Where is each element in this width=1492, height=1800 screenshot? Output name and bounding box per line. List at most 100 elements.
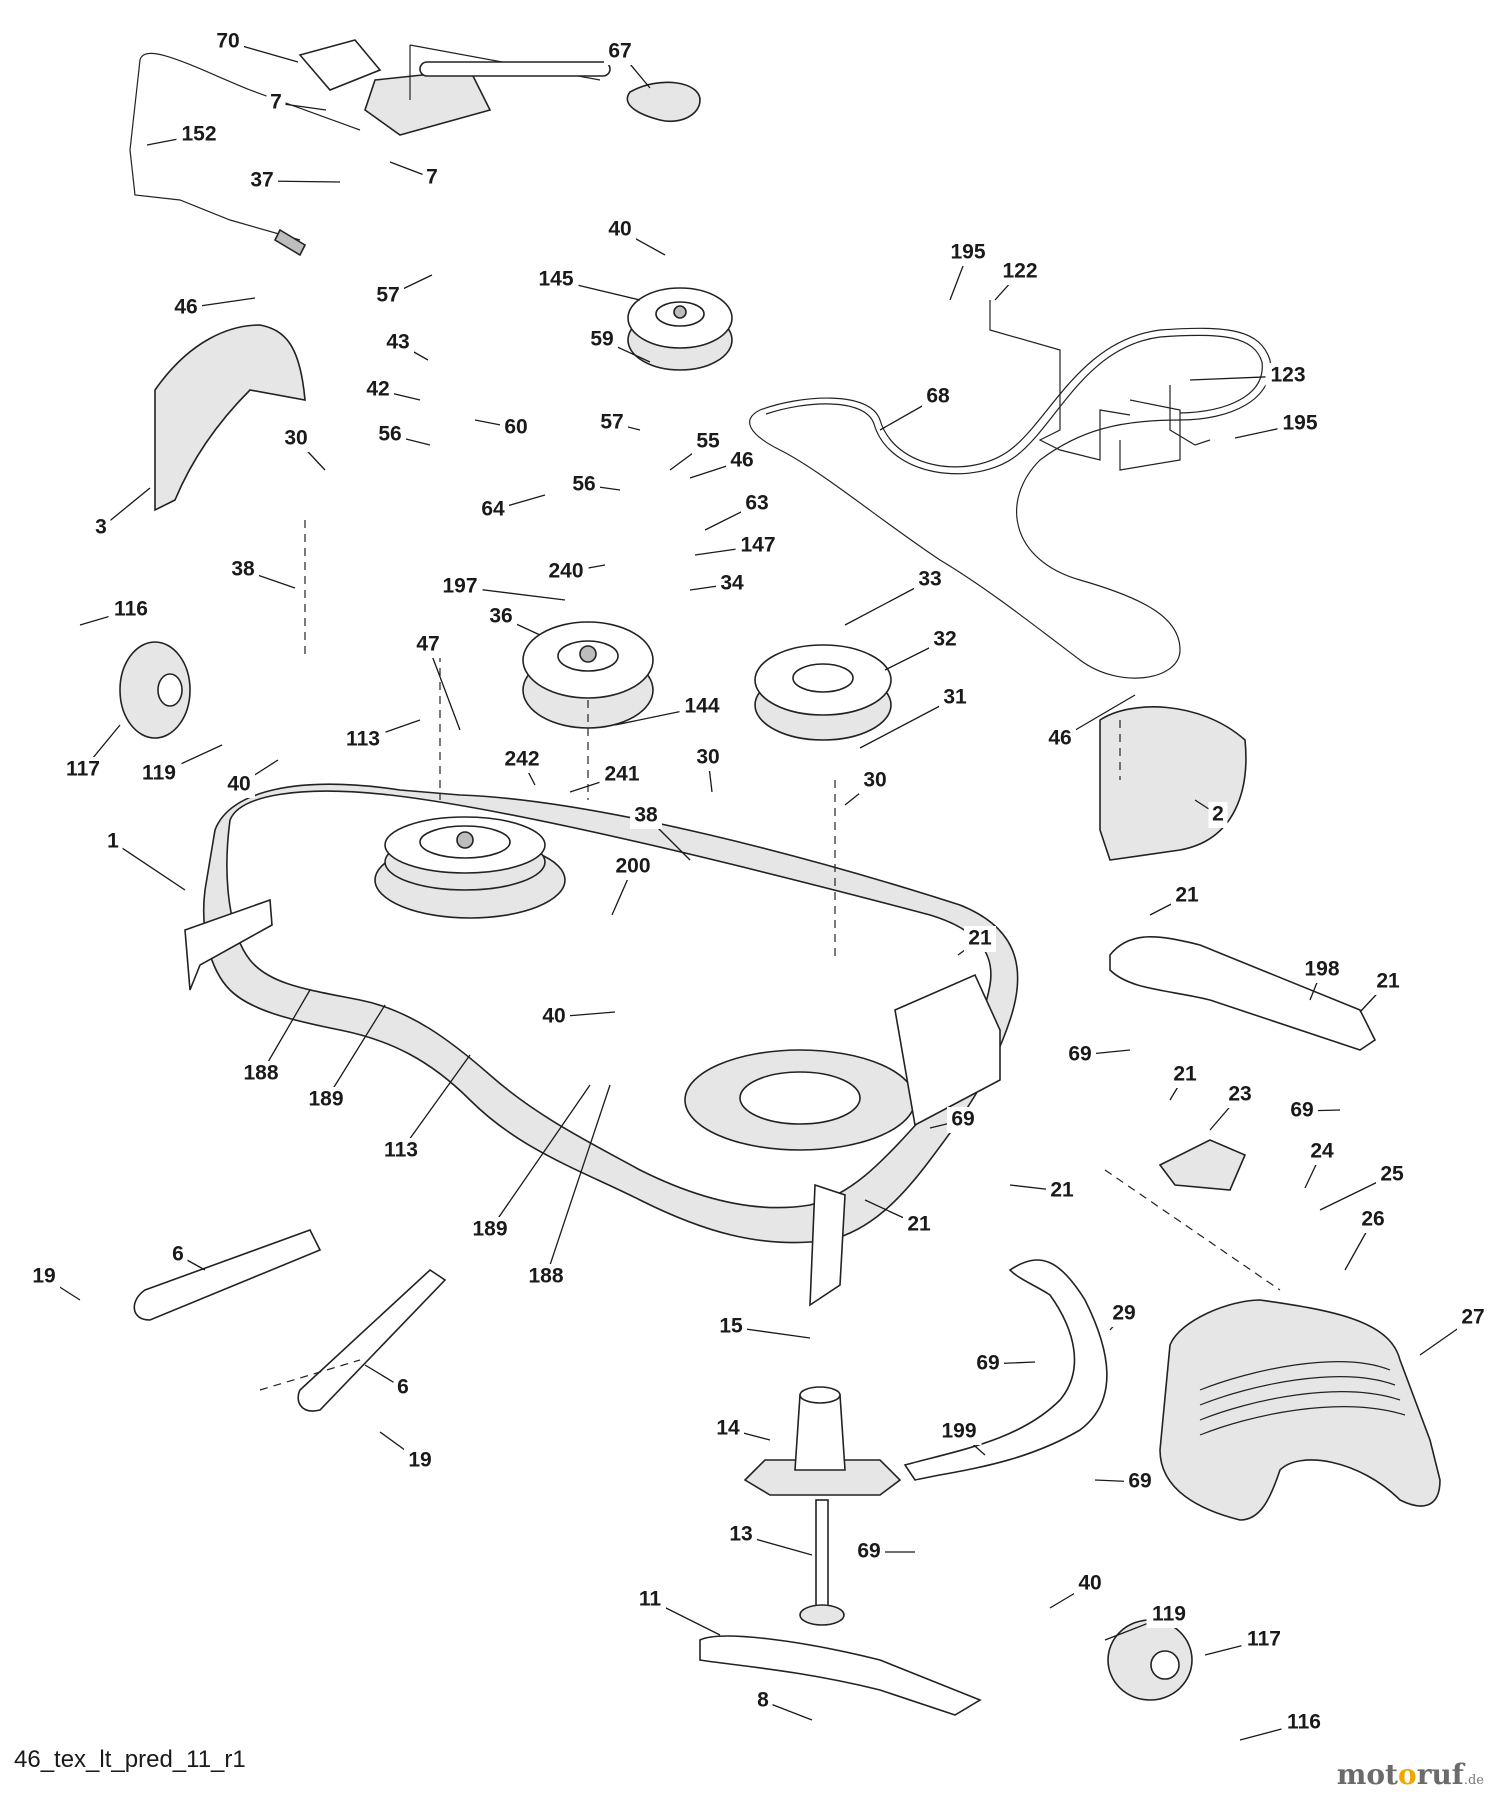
callout-64: 64: [481, 498, 505, 521]
pulley-36: [522, 621, 654, 729]
callout-bg-240: [543, 559, 589, 585]
callout-bg-3: [91, 515, 111, 541]
callout-116b: 116: [1287, 1711, 1321, 1734]
callout-bg-46b: [726, 448, 758, 474]
callout-bg-57b: [596, 410, 628, 436]
callout-bg-195a: [945, 240, 991, 266]
callout-15: 15: [719, 1315, 743, 1338]
callout-bg-69a: [1064, 1042, 1096, 1068]
callout-bg-21b: [964, 926, 996, 952]
deck-mounted-pulley: [384, 816, 546, 891]
spindle-shaft-13: [799, 1499, 845, 1626]
callout-40d: 40: [1078, 1572, 1101, 1595]
callout-bg-117a: [60, 757, 106, 783]
callout-195a: 195: [950, 241, 985, 264]
callout-bg-34: [716, 571, 748, 597]
callout-bg-64: [477, 497, 509, 523]
brand-name-end: ruf: [1416, 1758, 1464, 1791]
callout-56a: 56: [378, 423, 401, 446]
callout-33: 33: [918, 568, 941, 591]
callout-bg-21d: [1169, 1062, 1201, 1088]
callout-bg-40d: [1074, 1571, 1106, 1597]
callout-bg-152: [176, 122, 222, 148]
callout-bg-69c: [1286, 1098, 1318, 1124]
callout-188b: 188: [528, 1265, 563, 1288]
bracket-198: [1109, 936, 1377, 1051]
callout-bg-56b: [568, 472, 600, 498]
callout-7a: 7: [270, 91, 282, 114]
callout-bg-7b: [422, 165, 442, 191]
callout-67: 67: [608, 40, 631, 63]
callout-117b: 117: [1247, 1628, 1281, 1651]
leader-line-189a: [325, 1004, 386, 1101]
callout-7b: 7: [426, 166, 438, 189]
callout-bg-200: [610, 854, 656, 880]
callout-bg-2: [1208, 802, 1228, 828]
callout-bg-189a: [303, 1087, 349, 1113]
callout-bg-37: [246, 168, 278, 194]
callout-32: 32: [933, 628, 956, 651]
lift-arm-6-lower: [297, 1268, 447, 1412]
callout-145: 145: [538, 268, 573, 291]
leader-line-189b: [489, 1084, 591, 1231]
callout-bg-59: [586, 327, 618, 353]
cable-152: [129, 52, 361, 257]
callout-19a: 19: [32, 1265, 55, 1288]
callout-bg-26: [1357, 1207, 1389, 1233]
callout-21d: 21: [1173, 1063, 1197, 1086]
callout-27: 27: [1461, 1306, 1484, 1329]
callout-bg-199: [936, 1419, 982, 1445]
brand-watermark: motoruf.de: [1337, 1758, 1484, 1791]
callout-69d: 69: [976, 1352, 999, 1375]
brand-name-mid: o: [1398, 1758, 1417, 1791]
callout-56b: 56: [572, 473, 595, 496]
callout-bg-40b: [223, 772, 255, 798]
callout-bg-56a: [374, 422, 406, 448]
callout-bg-47: [412, 632, 444, 658]
callout-bg-30a: [280, 426, 312, 452]
callout-bg-68: [922, 384, 954, 410]
callout-bg-23: [1224, 1082, 1256, 1108]
callout-57b: 57: [600, 411, 623, 434]
callout-24: 24: [1310, 1140, 1334, 1163]
callout-69b: 69: [951, 1108, 974, 1131]
callout-69a: 69: [1068, 1043, 1091, 1066]
callout-69c: 69: [1290, 1099, 1313, 1122]
callout-bg-46a: [170, 295, 202, 321]
callout-119b: 119: [1152, 1603, 1186, 1626]
callout-199: 199: [941, 1420, 976, 1443]
callout-bg-195b: [1277, 411, 1323, 437]
callout-bg-33: [914, 567, 946, 593]
callout-bg-15: [715, 1314, 747, 1340]
callout-240: 240: [548, 560, 583, 583]
lift-linkage-70: [298, 39, 611, 136]
callout-46c: 46: [1048, 727, 1071, 750]
bracket-199: [903, 1259, 1108, 1481]
callout-bg-60: [500, 415, 532, 441]
callout-19b: 19: [408, 1449, 431, 1472]
gauge-wheel-117-right: [1107, 1619, 1193, 1701]
callout-189a: 189: [308, 1088, 343, 1111]
callout-bg-29: [1108, 1301, 1140, 1327]
spindle-housing-14: [743, 1386, 902, 1496]
callout-63: 63: [745, 492, 768, 515]
callout-bg-38a: [227, 557, 259, 583]
callout-197: 197: [442, 575, 477, 598]
callout-144: 144: [684, 695, 719, 718]
callout-bg-69d: [972, 1351, 1004, 1377]
callout-147: 147: [740, 534, 775, 557]
callout-bg-63: [741, 491, 773, 517]
callout-bg-19a: [28, 1264, 60, 1290]
callout-bg-116a: [108, 597, 154, 623]
callout-40c: 40: [542, 1005, 565, 1028]
callout-29: 29: [1112, 1302, 1135, 1325]
diagram-id-caption: 46_tex_lt_pred_11_r1: [14, 1746, 246, 1773]
callout-bg-69e: [1124, 1469, 1156, 1495]
callout-21e: 21: [1050, 1179, 1074, 1202]
leader-line-47: [427, 644, 461, 731]
callout-bg-42: [362, 377, 394, 403]
callout-bg-189b: [467, 1217, 513, 1243]
callout-bg-40a: [604, 217, 636, 243]
callout-43: 43: [386, 331, 409, 354]
